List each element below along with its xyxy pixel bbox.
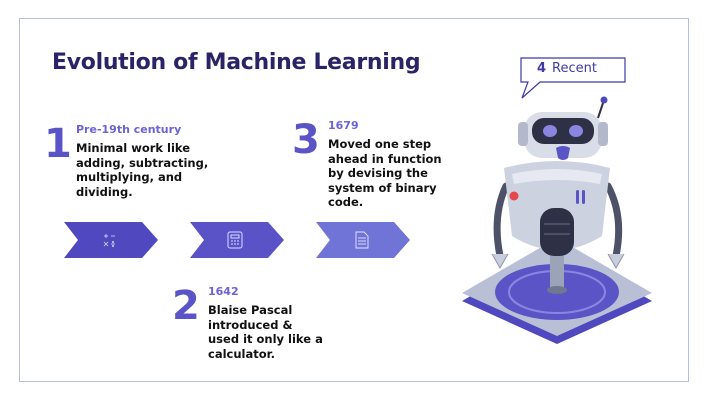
step-1-number: 1 <box>44 121 72 167</box>
step-2-number: 2 <box>172 283 200 329</box>
step-1-arrow <box>64 222 158 258</box>
math-operators-icon <box>103 234 115 247</box>
robot-body <box>504 161 610 250</box>
step-1-line: dividing. <box>76 184 133 199</box>
step-1-description: Minimal work like adding, subtracting, m… <box>76 141 208 199</box>
step-3-line: ahead in function <box>328 151 442 166</box>
robot-right-eye <box>569 125 583 137</box>
step-2-line: introduced & <box>208 317 293 332</box>
binary-document-icon <box>355 231 369 249</box>
step-2-line: Blaise Pascal <box>208 303 293 317</box>
recent-label: 4 Recent <box>537 61 597 76</box>
recent-badge <box>520 57 626 99</box>
step-3-year: 1679 <box>328 119 359 132</box>
step-2-line: calculator. <box>208 346 276 361</box>
step-3-arrow <box>316 222 410 258</box>
recent-number: 4 <box>537 61 547 76</box>
robot-right-arm <box>604 182 623 260</box>
robot-left-arm <box>493 182 510 260</box>
robot-stand <box>550 254 564 290</box>
step-2-arrow <box>190 222 284 258</box>
step-3-line: Moved one step <box>328 137 432 151</box>
robot-red-light <box>509 191 519 201</box>
robot-illustration <box>462 96 652 344</box>
robot-mouth <box>556 146 570 160</box>
step-1-line: multiplying, and <box>76 170 183 184</box>
slide-title: Evolution of Machine Learning <box>52 50 421 75</box>
robot-left-eye <box>543 125 557 137</box>
robot-chest-slot <box>540 208 574 256</box>
slide-frame <box>19 18 689 382</box>
step-3-line: by devising the <box>328 166 428 180</box>
step-3-description: Moved one step ahead in function by devi… <box>328 137 442 210</box>
step-1-year: Pre-19th century <box>76 123 182 136</box>
step-1-line: adding, subtracting, <box>76 155 209 170</box>
recent-text: Recent <box>552 61 597 76</box>
step-3-number: 3 <box>292 117 320 163</box>
step-2-line: used it only like a <box>208 332 323 346</box>
step-3-line: system of binary <box>328 180 437 195</box>
step-3-line: code. <box>328 195 364 209</box>
step-1-line: Minimal work like <box>76 141 191 155</box>
step-2-year: 1642 <box>208 285 239 298</box>
calculator-icon <box>227 231 243 249</box>
robot-visor <box>532 118 594 144</box>
step-2-description: Blaise Pascal introduced & used it only … <box>208 303 323 361</box>
